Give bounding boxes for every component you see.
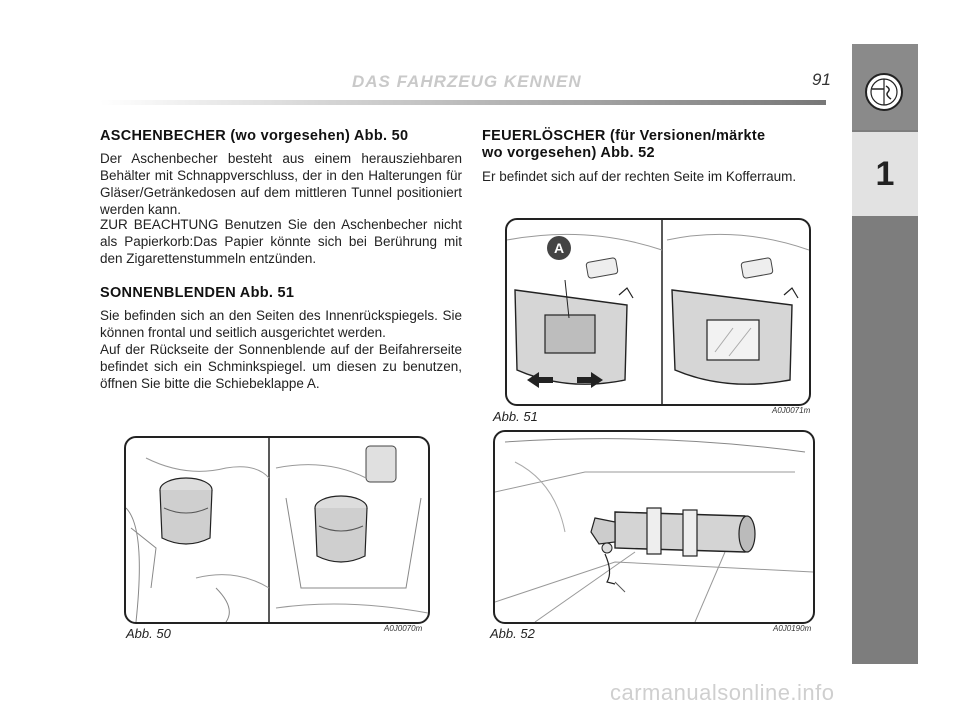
paragraph-ashtray-note: ZUR BEACHTUNG Benutzen Sie den Aschenbec… (100, 217, 462, 266)
paragraph-sun-visors-mirror: Auf der Rückseite der Sonnenblende auf d… (100, 342, 462, 391)
section-heading-ashtray: ASCHENBECHER (wo vorgesehen) Abb. 50 (100, 128, 409, 144)
figure-sun-visors: A (505, 218, 811, 406)
paragraph-fire-extinguisher: Er befindet sich auf der rechten Seite i… (482, 169, 797, 184)
fire-extinguisher-illustration (495, 438, 813, 622)
callout-label-a: A (554, 240, 564, 256)
figure-code-abb52: A0J0190m (773, 624, 812, 633)
chapter-number: 1 (852, 132, 918, 216)
page-number: 91 (812, 70, 831, 89)
figure-code-abb50: A0J0070m (384, 624, 423, 633)
figure-code-abb51: A0J0071m (772, 406, 811, 415)
section-heading-fire-extinguisher-line2: wo vorgesehen) Abb. 52 (482, 145, 655, 161)
site-watermark: carmanualsonline.info (610, 680, 835, 705)
chapter-side-tab: 1 (852, 44, 918, 664)
figure-fire-extinguisher (493, 430, 815, 624)
brand-logo-icon (865, 73, 903, 111)
sun-visor-illustration: A (507, 220, 809, 404)
figure-caption-abb52: Abb. 52 (490, 626, 535, 641)
figure-caption-abb50: Abb. 50 (126, 626, 171, 641)
figure-ashtray (124, 436, 430, 624)
running-header: DAS FAHRZEUG KENNEN (352, 72, 582, 91)
section-heading-fire-extinguisher-line1: FEUERLÖSCHER (für Versionen/märkte (482, 128, 766, 144)
paragraph-ashtray-description: Der Aschenbecher besteht aus einem herau… (100, 151, 462, 217)
paragraph-sun-visors-position: Sie befinden sich an den Seiten des Inne… (100, 308, 462, 340)
figure-caption-abb51: Abb. 51 (493, 409, 538, 424)
section-heading-sun-visors: SONNENBLENDEN Abb. 51 (100, 285, 295, 301)
header-rule (100, 100, 826, 105)
ashtray-illustration (126, 438, 428, 622)
